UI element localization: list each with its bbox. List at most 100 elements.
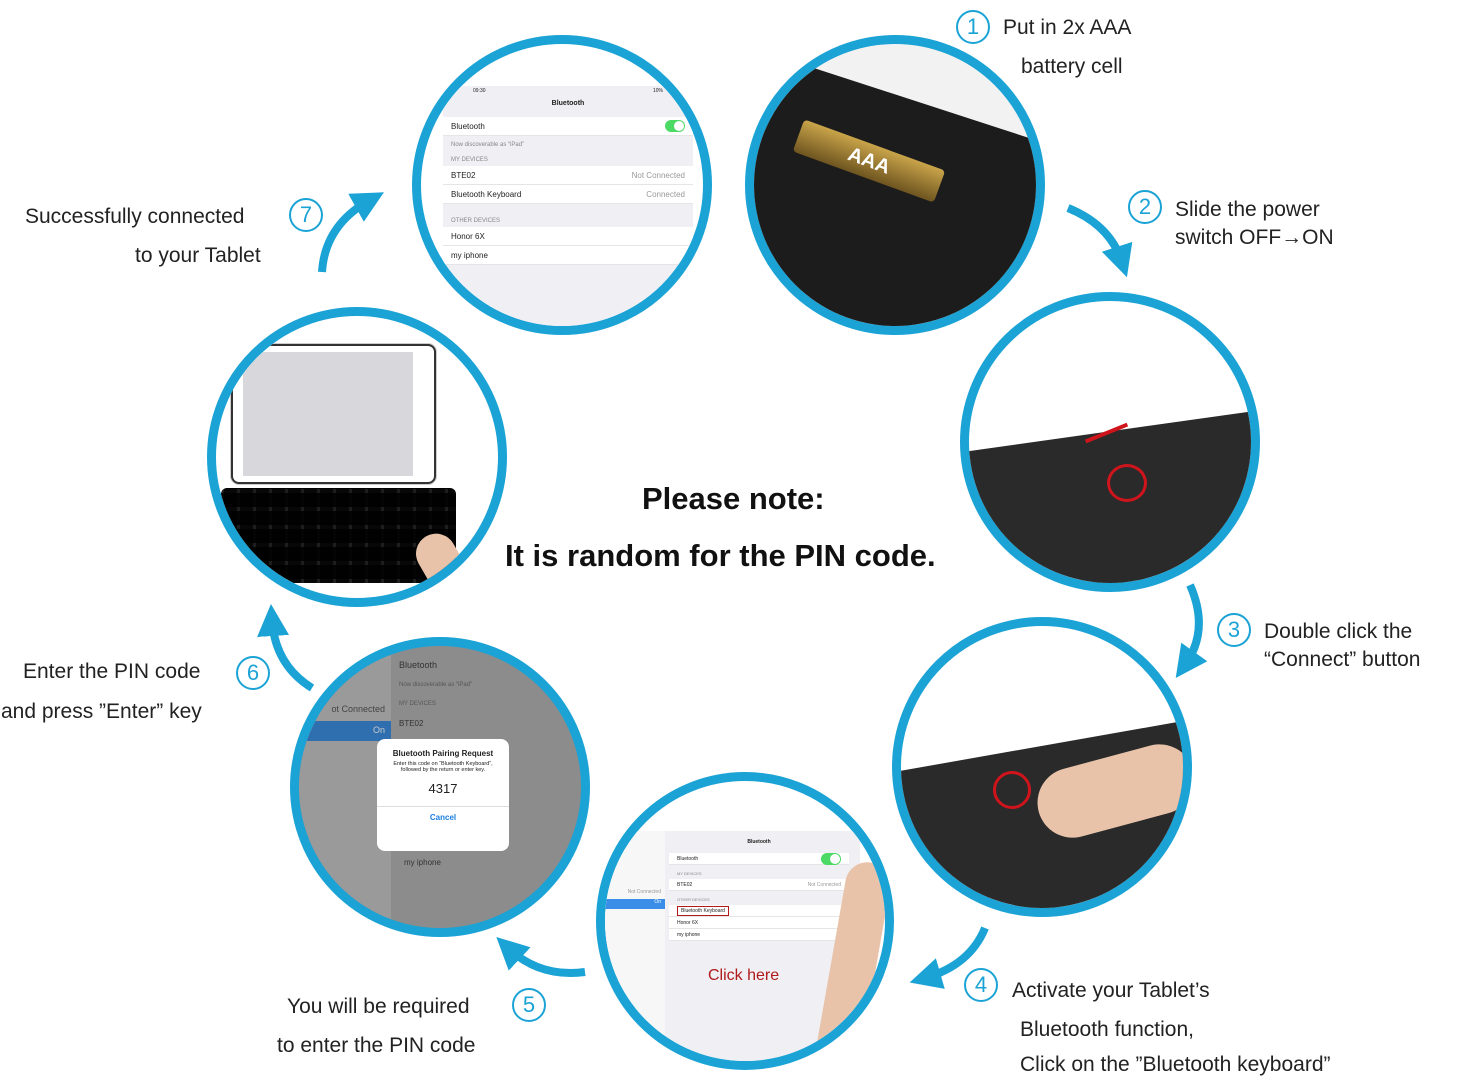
note-pin-random: It is random for the PIN code. <box>505 538 936 573</box>
step-5-tablet-keyboard-photo <box>207 307 507 607</box>
discoverable-text: Now discoverable as “iPad” <box>451 142 525 148</box>
step-number-4: 4 <box>964 968 998 1002</box>
bluetooth-toggle[interactable] <box>821 852 841 865</box>
side-status: Not Connected <box>627 889 661 895</box>
device-row[interactable]: my iphone <box>443 246 693 265</box>
device-status: Not Connected <box>631 170 685 180</box>
step-text: Enter the PIN code <box>23 660 201 683</box>
side-on: On <box>299 721 391 741</box>
step-number-2: 2 <box>1128 190 1162 224</box>
step-text: to your Tablet <box>135 244 261 267</box>
step-1-battery-photo: AAA <box>745 35 1045 335</box>
device-row[interactable]: Bluetooth Keyboard Connected <box>443 185 693 204</box>
device-row[interactable]: Honor 6X <box>443 227 693 246</box>
step-text: and press ”Enter” key <box>1 700 202 723</box>
step-4-label-3: Click on the ”Bluetooth keyboard” <box>1020 1051 1331 1079</box>
step-text: Slide the power <box>1175 198 1320 221</box>
note-title: Please note: <box>642 481 825 516</box>
bluetooth-toggle-row[interactable]: Bluetooth <box>669 852 849 865</box>
device-row[interactable]: BTE02 Not Connected <box>443 166 693 185</box>
device-name: Bluetooth Keyboard <box>451 189 522 199</box>
device-name: BTE02 <box>677 881 693 888</box>
step-2-label: Slide the power switch OFF→ON <box>1175 196 1334 252</box>
step-text: Successfully connected <box>25 205 245 228</box>
device-status: Connected <box>646 189 685 199</box>
step-text: battery cell <box>1021 55 1123 78</box>
arrow-2-3 <box>1175 583 1208 679</box>
step-4-label: Activate your Tablet’s <box>1012 977 1210 1005</box>
step-4-bluetooth-screen: Not Connected On Bluetooth Bluetooth MY … <box>596 772 894 1070</box>
my-devices-header: MY DEVICES <box>451 157 488 163</box>
bluetooth-toggle-row[interactable]: Bluetooth <box>443 117 693 136</box>
step-text: “Connect” button <box>1264 648 1421 671</box>
side-on: On <box>605 899 665 909</box>
step-2-power-switch-photo <box>960 292 1260 592</box>
step-1-label: Put in 2x AAA <box>1003 14 1131 42</box>
click-here-label: Click here <box>708 967 780 984</box>
toggle-label: Bluetooth <box>451 121 485 131</box>
bluetooth-keyboard-row[interactable]: Bluetooth Keyboard <box>669 905 849 917</box>
step-4-label-2: Bluetooth function, <box>1020 1016 1194 1044</box>
step-7-label: Successfully connected <box>25 203 244 231</box>
device-name: Honor 6X <box>677 919 699 926</box>
device-name: Bluetooth Keyboard <box>677 905 729 916</box>
device-name: Honor 6X <box>451 231 485 241</box>
step-text: Put in 2x AAA <box>1003 16 1132 39</box>
step-text: switch OFF→ON <box>1175 226 1334 249</box>
arrow-6-7 <box>318 192 384 273</box>
device-name: BTE02 <box>451 170 476 180</box>
status-time: 09:30 <box>473 88 486 94</box>
step-text: Double click the <box>1264 620 1413 643</box>
connect-button-highlight <box>993 771 1031 809</box>
step-6-label: Enter the PIN code <box>23 658 200 686</box>
step-number-5: 5 <box>512 988 546 1022</box>
step-text: You will be required <box>287 995 470 1018</box>
step-text: Bluetooth function, <box>1020 1018 1194 1041</box>
arrow-4-5 <box>496 937 586 977</box>
step-5-label: You will be required <box>287 993 470 1021</box>
step-3-connect-button-photo <box>892 617 1192 917</box>
step-7-connected-screen: 09:30 10% Bluetooth Bluetooth Now discove… <box>412 35 712 335</box>
step-text: Activate your Tablet’s <box>1012 979 1210 1002</box>
step-6-label-2: and press ”Enter” key <box>1 698 202 726</box>
device-row[interactable]: Honor 6X <box>669 917 849 929</box>
toggle-label: Bluetooth <box>677 855 699 862</box>
device-row[interactable]: BTE02 Not Connected <box>669 879 849 891</box>
device-name: my iphone <box>404 858 441 867</box>
step-number-7: 7 <box>289 198 323 232</box>
screen-title: Bluetooth <box>747 839 771 845</box>
device-status: Not Connected <box>807 881 841 888</box>
dialog-body: Enter this code on “Bluetooth Keyboard”,… <box>393 761 493 773</box>
device-row[interactable]: my iphone <box>669 929 849 941</box>
device-name: my iphone <box>677 931 701 938</box>
pin-code: 4317 <box>428 781 458 796</box>
step-text: Click on the ”Bluetooth keyboard” <box>1020 1053 1331 1076</box>
step-7-label-2: to your Tablet <box>135 242 261 270</box>
other-devices-header: OTHER DEVICES <box>451 218 501 224</box>
tablet <box>231 344 436 484</box>
keyboard <box>221 488 456 583</box>
step-1-label-2: battery cell <box>1021 53 1123 81</box>
pairing-dialog: Bluetooth Pairing Request Enter this cod… <box>377 739 509 851</box>
device-name: my iphone <box>451 250 488 260</box>
screen-title: Bluetooth <box>551 100 585 107</box>
step-text: to enter the PIN code <box>277 1034 476 1057</box>
arrow-1-2 <box>1066 204 1133 278</box>
other-devices-header: OTHER DEVICES <box>677 897 710 902</box>
my-devices-header: MY DEVICES <box>399 701 436 707</box>
step-number-6: 6 <box>236 656 270 690</box>
cancel-button[interactable]: Cancel <box>377 806 509 822</box>
step-number-3: 3 <box>1217 613 1251 647</box>
arrow-3-4 <box>909 926 989 989</box>
step-5-label-2: to enter the PIN code <box>277 1032 475 1060</box>
step-number-1: 1 <box>956 10 990 44</box>
step-3-label: Double click the “Connect” button <box>1264 618 1420 674</box>
discoverable-text: Now discoverable as “iPad” <box>399 682 473 688</box>
step-6-pin-dialog-screen: ot Connected On Bluetooth Now discoverab… <box>290 637 590 937</box>
status-battery: 10% <box>652 88 663 94</box>
side-status: ot Connected <box>331 704 385 714</box>
screen-title: Bluetooth <box>399 660 438 670</box>
bluetooth-toggle[interactable] <box>665 120 685 132</box>
power-switch-highlight <box>1107 464 1147 502</box>
my-devices-header: MY DEVICES <box>677 871 702 876</box>
